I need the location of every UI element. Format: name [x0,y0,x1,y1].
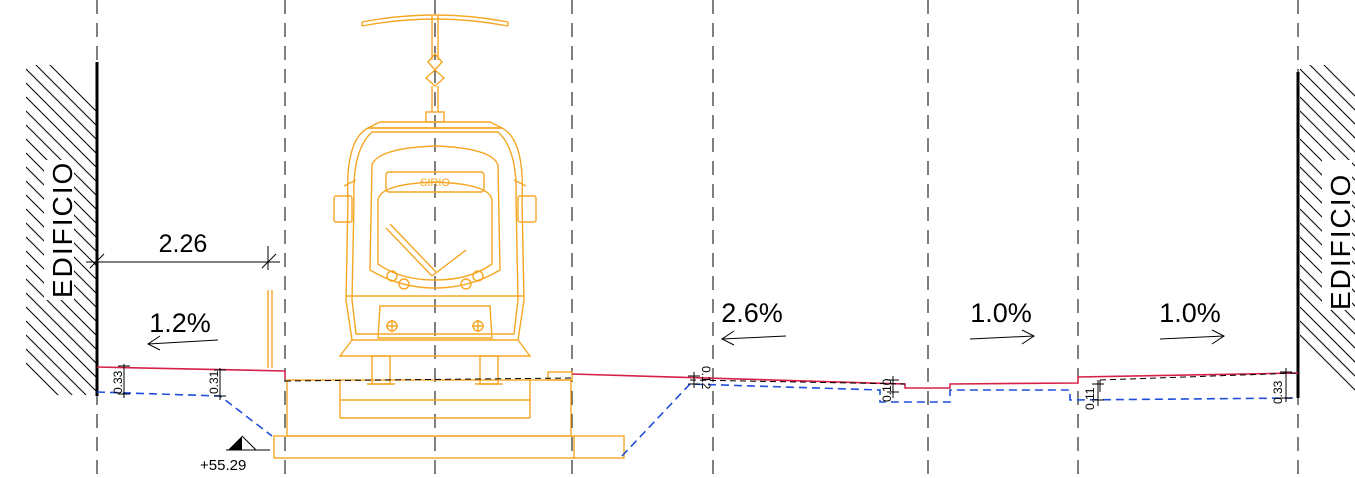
slope-center-label: 2.6% [721,298,783,328]
section-cut-lines [96,0,1299,478]
sidewalk-dimension: 2.26 [86,230,280,270]
dim-center-a: 0.12 [699,366,713,390]
slope-left: 1.2% [147,308,219,351]
dim-left-wall: 0.33 [111,370,125,394]
slope-center: 2.6% [721,298,787,346]
left-building-label: EDIFICIO [47,161,78,298]
slope-right: 1.0% [1159,298,1225,345]
slope-left-label: 1.2% [149,308,211,338]
elevation-triangle-icon [228,436,242,450]
right-building: EDIFICIO [1296,65,1355,398]
slope-center-arrow-icon [721,330,735,346]
slope-right-label: 1.0% [1159,298,1221,328]
dim-right-wall: 0.33 [1271,380,1285,404]
elevation-label: +55.29 [200,457,246,474]
track-slab [267,290,625,459]
elevation-marker: +55.29 [200,435,270,474]
slope-left-arrow-icon [147,335,161,351]
finished-grade-line [96,366,1299,389]
tram-vehicle: SIRIO [333,14,537,385]
subgrade-line [96,383,1299,457]
slope-center-right-arrow-icon [1021,329,1035,345]
slope-center-right-label: 1.0% [970,298,1032,328]
slope-center-right: 1.0% [969,298,1035,345]
dim-right-curb: 0.11 [1083,387,1097,410]
right-building-label: EDIFICIO [1325,173,1355,310]
pavement-base-line [284,372,1299,385]
slope-right-arrow-icon [1211,329,1225,345]
small-dimensions: 0.33 0.31 0.12 0.10 0.11 0.33 [111,364,1292,410]
headlights [386,270,484,332]
dim-left-curb: 0.31 [207,370,221,394]
sidewalk-width-label: 2.26 [159,230,208,258]
dim-center-b: 0.10 [880,378,894,402]
destination-display: SIRIO [420,177,450,189]
left-building: EDIFICIO [26,62,99,396]
